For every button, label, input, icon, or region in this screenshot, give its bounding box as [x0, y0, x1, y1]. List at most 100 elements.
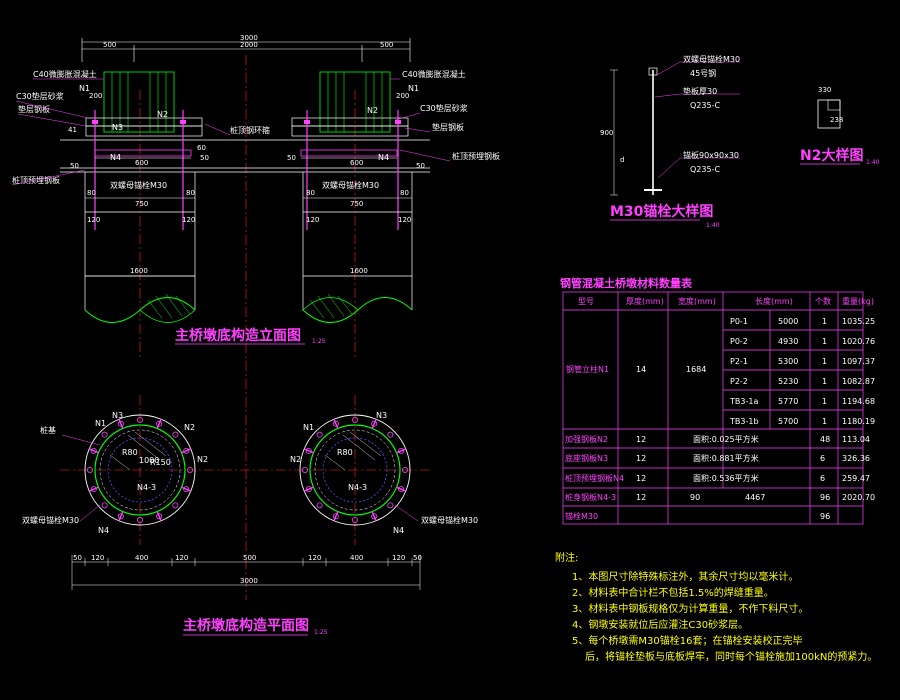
stiffener-rib	[88, 486, 99, 492]
note-item: 3、材料表中钢板规格仅为计算重量，不作下料尺寸。	[572, 602, 808, 615]
stiffener-rib	[88, 448, 99, 454]
table-group1-name: 钢管立柱N1	[566, 364, 609, 374]
bolt-hole	[398, 447, 405, 454]
table-cell: P0-1	[730, 317, 748, 326]
plan-label-n2-left: N2	[184, 423, 195, 432]
stiffener-rib	[396, 448, 407, 454]
table-cell: 1	[822, 317, 827, 326]
anchor-title: M30锚栓大样图	[610, 203, 713, 220]
table-cell: 4930	[778, 337, 798, 346]
plan-dim-400-b: 400	[350, 554, 363, 562]
label-pile-ring: 桩顶钢环箍	[230, 125, 270, 135]
label-pile-pad-right: 桩顶预埋钢板	[452, 151, 500, 161]
dim-120-b: 120	[182, 216, 195, 224]
plan-label-n4-left: N4	[98, 526, 109, 535]
plan-label-n3-left: N3	[112, 411, 123, 420]
plan-dim-120-c: 120	[308, 554, 321, 562]
label-c30-left: C30垫层砂浆	[16, 91, 64, 101]
dim-50-c: 50	[287, 154, 296, 162]
bolt-hole	[172, 431, 179, 438]
dim-200-right: 200	[396, 92, 409, 100]
dim-1600-left: 1600	[130, 267, 148, 275]
stiffener-rib	[303, 486, 314, 492]
table-cell: 96	[820, 493, 830, 502]
table-cell: 5770	[778, 397, 798, 406]
bolt-hole	[351, 416, 358, 423]
plan-label-n2-right: N2	[290, 455, 301, 464]
bolt-hole	[305, 447, 312, 454]
label-anchor-right: 双螺母锚栓M30	[322, 180, 379, 190]
stiffener-rib	[181, 486, 192, 492]
table-header: 个数	[815, 296, 831, 306]
table-cell: 12	[636, 493, 646, 502]
note-item: 4、钢墩安装就位后应灌注C30砂浆层。	[572, 618, 748, 631]
stiffener-rib	[181, 448, 192, 454]
plan-dim-total: 3000	[240, 577, 258, 585]
bolt-hole	[351, 517, 358, 524]
table-title: 钢管混凝土桥墩材料数量表	[560, 276, 693, 290]
anchor-steel45: 45号钢	[690, 68, 716, 78]
plan-label-n3-right: N3	[376, 411, 387, 420]
dim-41: 41	[68, 126, 77, 134]
notes: 附注: 1、本图尺寸除特殊标注外，其余尺寸均以毫米计。2、材料表中合计栏不包括1…	[555, 551, 877, 663]
table-cell: 1	[822, 417, 827, 426]
dim-60-a: 60	[197, 144, 206, 152]
label-n3-left: N3	[112, 123, 123, 132]
dim-50-a: 50	[70, 162, 79, 170]
bolt-hole	[332, 513, 339, 520]
table-cell: 1	[822, 397, 827, 406]
plan-label-n43-right: N4-3	[348, 483, 367, 492]
elevation-title: 主桥墩底构造立面图	[175, 327, 301, 344]
table-cell: 加强钢板N2	[565, 434, 608, 444]
bolt-hole	[101, 431, 108, 438]
bolt-hole	[301, 466, 308, 473]
plan-label-n2-left-b: N2	[197, 455, 208, 464]
material-table: 钢管混凝土桥墩材料数量表 型号厚度(mm)宽度(mm)长度(mm)个数重量(kg…	[560, 276, 875, 525]
table-cell: 326.36	[842, 454, 870, 463]
table-cell: 113.04	[842, 435, 870, 444]
table-group1-thickness: 14	[636, 365, 646, 374]
table-cell: 12	[636, 474, 646, 483]
bolt-hole	[387, 431, 394, 438]
n2-scale: 1:40	[866, 159, 880, 166]
dim-80-c: 80	[306, 189, 315, 197]
bolt-hole	[398, 486, 405, 493]
plan-dim-500: 500	[243, 554, 256, 562]
note-item: 2、材料表中合计栏不包括1.5%的焊缝重量。	[572, 586, 774, 599]
table-cell: 1020.76	[842, 337, 875, 346]
n2-dim-b: 238	[830, 116, 843, 124]
table-cell: 1097.37	[842, 357, 875, 366]
table-cell: 1035.25	[842, 317, 875, 326]
label-n4-right: N4	[378, 153, 389, 162]
bolt-hole	[401, 466, 408, 473]
table-cell: 90	[690, 493, 700, 502]
label-pad-left: 垫层钢板	[18, 104, 50, 114]
label-n2-left: N2	[157, 110, 168, 119]
plan-label-r150: R150	[150, 458, 171, 467]
dim-120-c: 120	[306, 216, 319, 224]
plan-label-n4-right: N4	[393, 526, 404, 535]
bolt-holes	[87, 416, 408, 524]
plan-dim-120-d: 120	[392, 554, 405, 562]
table-cell: 面积:0.881平方米	[693, 453, 759, 463]
anchor-detail: 900 d 双螺母锚栓M30 45号钢 垫板厚30 Q235-C 锚板90x90…	[600, 54, 740, 229]
bolt-hole	[117, 420, 124, 427]
dim-1600-right: 1600	[350, 267, 368, 275]
table-cell: 1	[822, 337, 827, 346]
table-cell: 6	[820, 474, 825, 483]
table-cell: 5700	[778, 417, 798, 426]
bolt-hole	[332, 420, 339, 427]
stiffener-rib	[118, 511, 124, 522]
plan-label-r80: R80	[122, 448, 138, 457]
elevation-view: 3000 2000 500 500	[11, 34, 500, 600]
anchor-q235b: Q235-C	[690, 165, 720, 174]
plan-label-anchor-right: 双螺母锚栓M30	[421, 515, 478, 525]
bolt-hole	[136, 416, 143, 423]
plan-label-n1-left: N1	[95, 419, 106, 428]
table-cell: P2-2	[730, 377, 748, 386]
label-n1-left: N1	[79, 84, 90, 93]
dim-80-b: 80	[186, 189, 195, 197]
anchor-plate: 垫板厚30	[683, 86, 717, 96]
table-header: 型号	[578, 297, 594, 306]
